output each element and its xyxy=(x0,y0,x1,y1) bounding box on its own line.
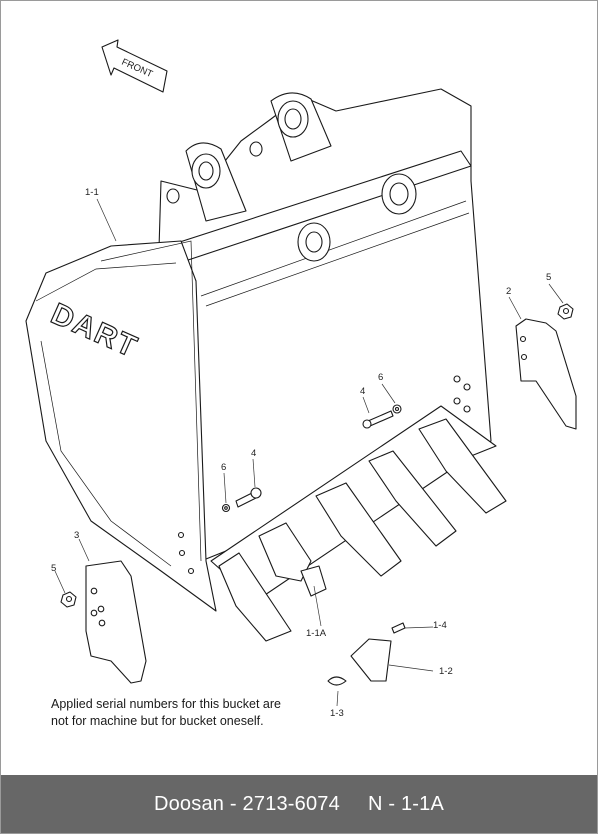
note-line-2: not for machine but for bucket oneself. xyxy=(51,714,264,728)
washer-lower xyxy=(221,503,231,513)
side-cutter-right xyxy=(515,318,577,430)
callout-tooth-tip: 1-2 xyxy=(439,666,453,677)
serial-number-note: Applied serial numbers for this bucket a… xyxy=(51,696,351,730)
callout-washer-lower: 6 xyxy=(221,462,226,473)
footer-bar: Doosan - 2713-6074 N - 1-1A xyxy=(1,775,597,833)
pin xyxy=(391,622,406,634)
callout-tooth-assembly: 1-1A xyxy=(306,628,327,639)
side-cutter-left xyxy=(85,560,147,684)
callout-bolt-lower: 4 xyxy=(251,448,256,459)
callout-main-bucket: 1-1 xyxy=(85,187,99,198)
nut-right xyxy=(557,303,574,320)
tooth-tip xyxy=(350,638,392,682)
callout-lock-pin: 1-3 xyxy=(330,708,344,719)
callout-side-cutter-left: 3 xyxy=(74,530,79,541)
washer-center xyxy=(392,404,402,414)
lock-pin xyxy=(327,676,347,686)
callout-pin: 1-4 xyxy=(433,620,447,631)
nut-left xyxy=(60,591,77,608)
front-arrow-icon: FRONT xyxy=(101,39,168,93)
footer-part-number: 2713-6074 xyxy=(242,792,340,815)
callout-nut-right: 5 xyxy=(546,272,551,283)
leader-lines xyxy=(54,198,564,707)
bucket-teeth xyxy=(218,418,507,642)
bucket-exploded-diagram: FRONT xyxy=(25,39,577,719)
callout-nut-left: 5 xyxy=(51,563,56,574)
callout-side-cutter-right: 2 xyxy=(506,286,511,297)
callout-washer-center: 6 xyxy=(378,372,383,383)
footer-separator: - xyxy=(229,792,237,815)
callout-bolt-center: 4 xyxy=(360,386,365,397)
footer-ref-code: N - 1-1A xyxy=(367,792,445,815)
bolt-lower xyxy=(235,487,262,508)
note-line-1: Applied serial numbers for this bucket a… xyxy=(51,697,281,711)
footer-brand: Doosan xyxy=(153,792,225,815)
bolt-center xyxy=(362,410,394,429)
